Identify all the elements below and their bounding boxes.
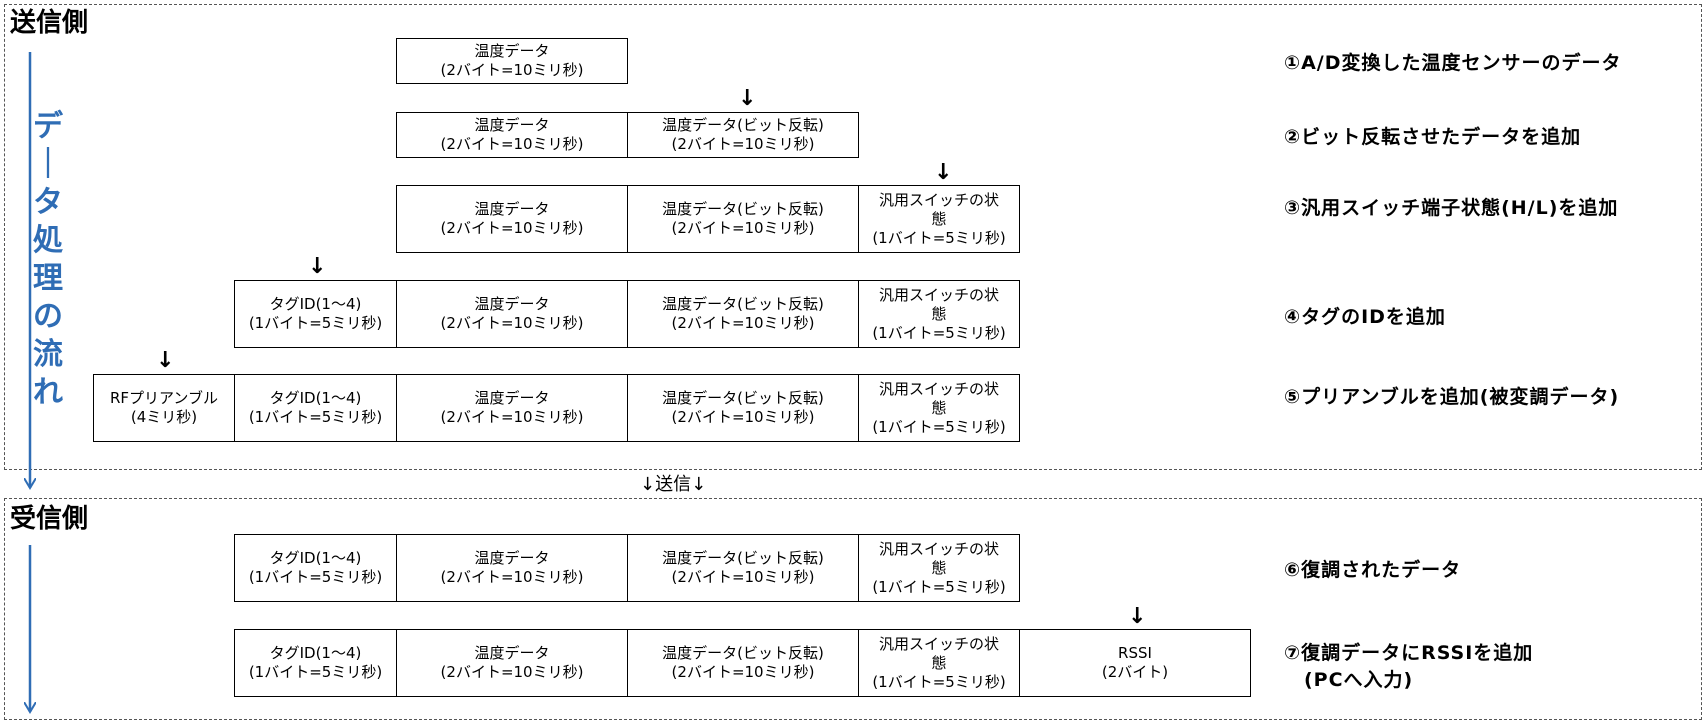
step-5-label: ⑤プリアンブルを追加(被変調データ): [1284, 386, 1620, 408]
step-1-label: ①A/D変換した温度センサーのデータ: [1284, 52, 1622, 74]
transmit-label: ↓送信↓: [640, 474, 707, 495]
switch-state-cell: 汎用スイッチの状態(1バイト=5ミリ秒): [858, 185, 1020, 253]
temp-inverted-cell: 温度データ(ビット反転)(2バイト=10ミリ秒): [627, 374, 859, 442]
temp-data-cell: 温度データ(2バイト=10ミリ秒): [396, 280, 628, 348]
sender-title: 送信側: [10, 8, 89, 38]
tag-id-cell: タグID(1～4)(1バイト=5ミリ秒): [234, 374, 397, 442]
receiver-section: [4, 498, 1702, 720]
temp-data-cell: 温度データ(2バイト=10ミリ秒): [396, 38, 628, 84]
step-3-label: ③汎用スイッチ端子状態(H/L)を追加: [1284, 197, 1619, 219]
insert-marker-arrow: ↓: [934, 160, 953, 185]
rssi-cell: RSSI(2バイト): [1019, 629, 1251, 697]
flow-char: デ: [33, 109, 63, 144]
flow-char: れ: [33, 375, 63, 410]
tag-id-cell: タグID(1～4)(1バイト=5ミリ秒): [234, 629, 397, 697]
temp-inverted-cell: 温度データ(ビット反転)(2バイト=10ミリ秒): [627, 185, 859, 253]
rf-preamble-cell: RFプリアンブル(4ミリ秒): [93, 374, 235, 442]
switch-state-cell: 汎用スイッチの状態(1バイト=5ミリ秒): [858, 280, 1020, 348]
flow-char: ｜: [33, 147, 63, 182]
receiver-title: 受信側: [10, 504, 89, 534]
tag-id-cell: タグID(1～4)(1バイト=5ミリ秒): [234, 534, 397, 602]
flow-char: 理: [33, 261, 63, 296]
sender-section: [4, 4, 1702, 470]
temp-data-cell: 温度データ(2バイト=10ミリ秒): [396, 629, 628, 697]
step-7-label: ⑦復調データにRSSIを追加 (PCへ入力): [1284, 642, 1534, 691]
step-2-label: ②ビット反転させたデータを追加: [1284, 126, 1582, 148]
temp-data-cell: 温度データ(2バイト=10ミリ秒): [396, 185, 628, 253]
step-6-label: ⑥復調されたデータ: [1284, 559, 1462, 581]
temp-inverted-cell: 温度データ(ビット反転)(2バイト=10ミリ秒): [627, 112, 859, 158]
switch-state-cell: 汎用スイッチの状態(1バイト=5ミリ秒): [858, 374, 1020, 442]
tag-id-cell: タグID(1～4)(1バイト=5ミリ秒): [234, 280, 397, 348]
insert-marker-arrow: ↓: [738, 86, 757, 111]
temp-data-cell: 温度データ(2バイト=10ミリ秒): [396, 374, 628, 442]
switch-state-cell: 汎用スイッチの状態(1バイト=5ミリ秒): [858, 534, 1020, 602]
data-flow-label: デ ｜ タ 処 理 の 流 れ: [32, 108, 64, 412]
insert-marker-arrow: ↓: [156, 348, 175, 373]
insert-marker-arrow: ↓: [308, 254, 327, 279]
insert-marker-arrow: ↓: [1128, 604, 1147, 629]
temp-inverted-cell: 温度データ(ビット反転)(2バイト=10ミリ秒): [627, 534, 859, 602]
temp-inverted-cell: 温度データ(ビット反転)(2バイト=10ミリ秒): [627, 629, 859, 697]
flow-char: タ: [33, 185, 63, 220]
flow-char: 流: [33, 337, 63, 372]
temp-data-cell: 温度データ(2バイト=10ミリ秒): [396, 534, 628, 602]
temp-inverted-cell: 温度データ(ビット反転)(2バイト=10ミリ秒): [627, 280, 859, 348]
switch-state-cell: 汎用スイッチの状態(1バイト=5ミリ秒): [858, 629, 1020, 697]
step-4-label: ④タグのIDを追加: [1284, 306, 1446, 328]
flow-char: の: [33, 299, 63, 334]
flow-char: 処: [33, 223, 63, 258]
temp-data-cell: 温度データ(2バイト=10ミリ秒): [396, 112, 628, 158]
